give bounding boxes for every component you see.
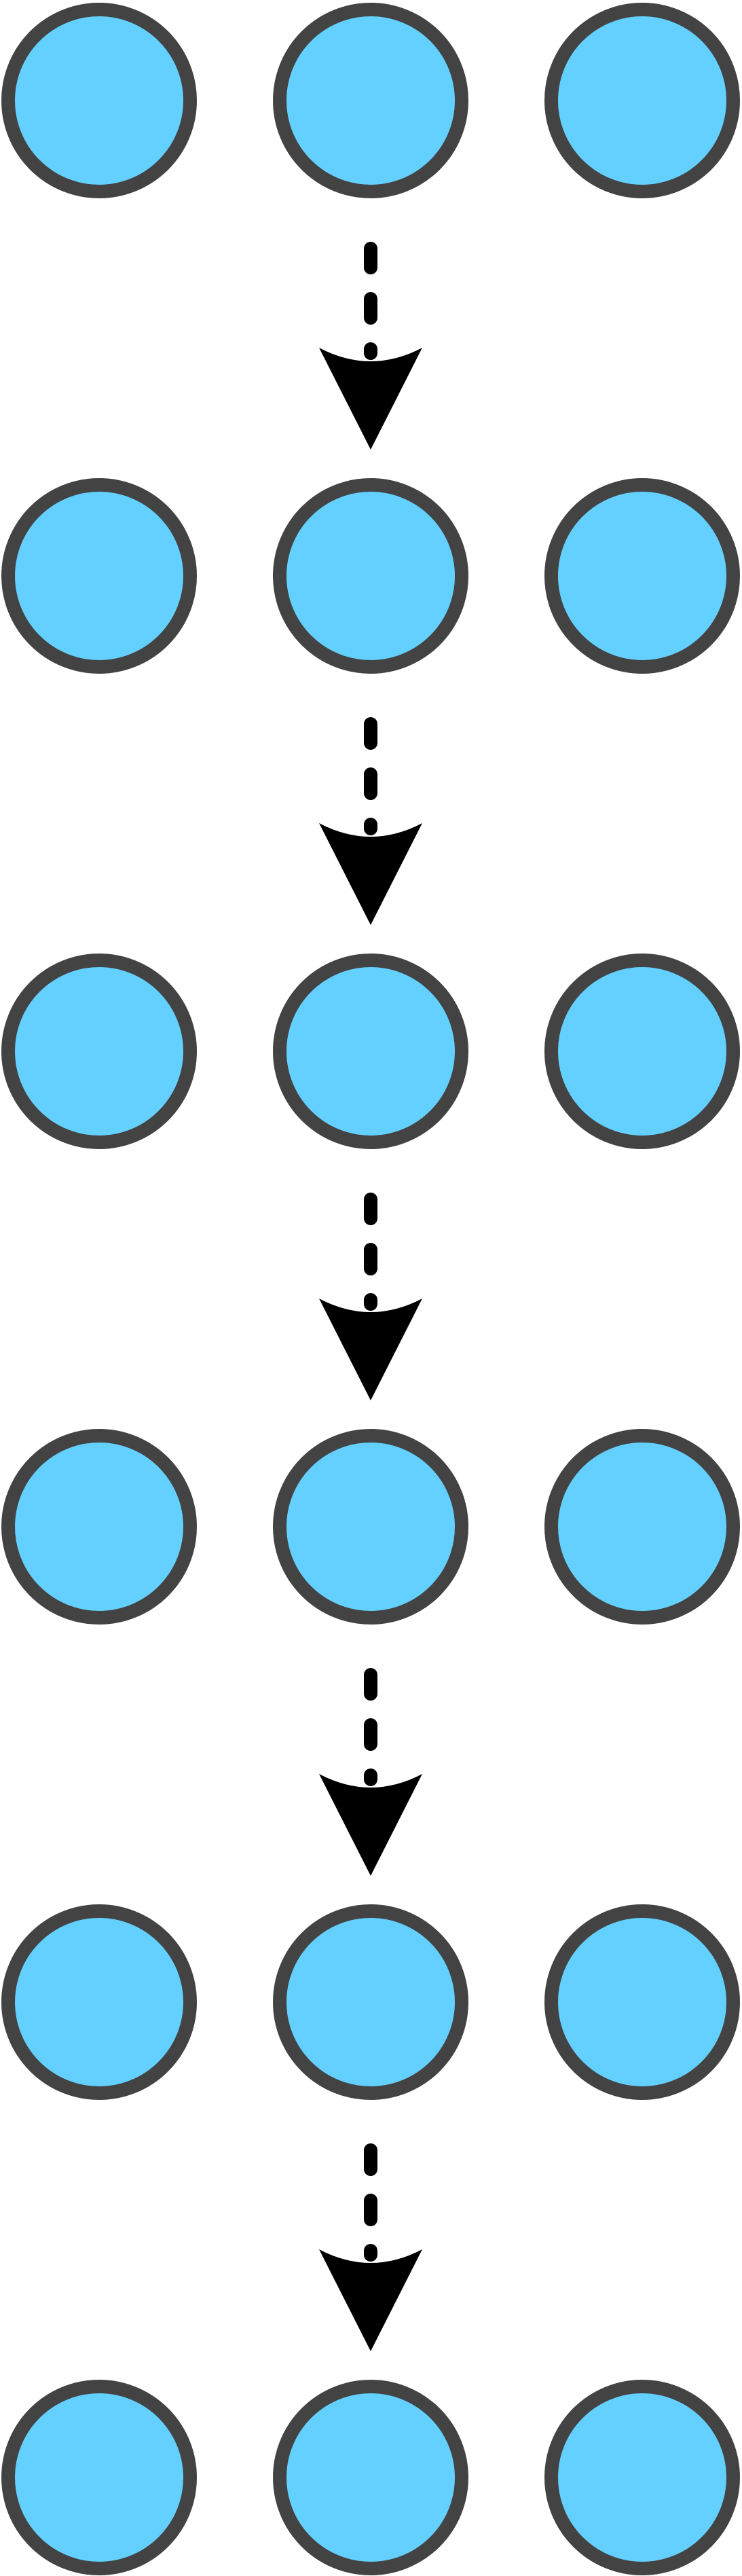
node-circle-r1-c1 xyxy=(1,3,197,198)
node-circle-r6-c2 xyxy=(273,2380,468,2575)
node-circle-r5-c1 xyxy=(1,1904,197,2100)
node-circle-r6-c3 xyxy=(544,2380,740,2575)
dashed-arrow-5 xyxy=(319,2143,422,2351)
node-circle-r2-c1 xyxy=(1,478,197,674)
node-circle-r1-c3 xyxy=(544,3,740,198)
arrowhead xyxy=(319,1299,422,1400)
node-circle-r3-c2 xyxy=(273,954,468,1149)
node-circle-r5-c3 xyxy=(544,1904,740,2100)
node-circle-r5-c2 xyxy=(273,1904,468,2100)
dashed-arrow-3 xyxy=(319,1193,422,1400)
node-circle-r2-c2 xyxy=(273,478,468,674)
nodes-layer xyxy=(1,3,740,2575)
arrowhead xyxy=(319,1774,422,1876)
node-circle-r4-c2 xyxy=(273,1429,468,1625)
dashed-arrow-4 xyxy=(319,1668,422,1876)
node-circle-r2-c3 xyxy=(544,478,740,674)
dashed-arrow-1 xyxy=(319,242,422,450)
node-circle-r3-c3 xyxy=(544,954,740,1149)
arrowhead xyxy=(319,823,422,925)
node-circle-r4-c1 xyxy=(1,1429,197,1625)
node-circle-r6-c1 xyxy=(1,2380,197,2575)
node-circle-r3-c1 xyxy=(1,954,197,1149)
dashed-arrow-2 xyxy=(319,717,422,925)
node-circle-r1-c2 xyxy=(273,3,468,198)
arrowhead xyxy=(319,348,422,450)
node-circle-r4-c3 xyxy=(544,1429,740,1625)
arrowhead xyxy=(319,2249,422,2351)
arrows-layer xyxy=(319,242,422,2351)
